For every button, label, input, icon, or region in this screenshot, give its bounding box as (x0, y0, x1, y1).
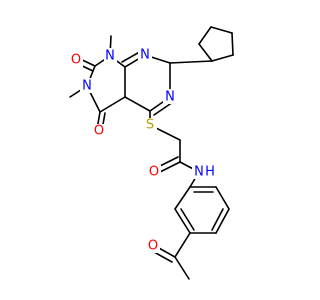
bond (231, 32, 234, 56)
bond (174, 256, 190, 280)
bond (174, 232, 191, 258)
bond (210, 26, 233, 34)
atom-n8: N (138, 47, 152, 63)
bond (215, 208, 230, 234)
atom-label: H (205, 165, 215, 180)
atom-nh: N H (192, 164, 216, 180)
molecule-canvas: N N N N O O S O (69, 26, 234, 280)
atom-label: N (140, 48, 150, 63)
bond (211, 208, 224, 231)
bond (96, 105, 101, 113)
atom-o-amide: O (148, 165, 161, 180)
atom-label: O (94, 124, 104, 139)
atom-o-c7: O (70, 52, 83, 68)
atom-label: O (148, 239, 158, 254)
atom-label: N (165, 90, 175, 105)
atom-n3: N (80, 78, 94, 94)
atom-s: S (144, 118, 157, 133)
bond (180, 208, 195, 231)
atom-label: S (146, 118, 154, 133)
bond (198, 26, 212, 45)
atom-o-c5: O (93, 124, 106, 139)
atom-label: O (71, 53, 81, 68)
bond (198, 43, 213, 62)
bond (169, 60, 213, 64)
bond (211, 54, 234, 62)
atom-n1: N (104, 48, 117, 64)
bond (159, 161, 181, 173)
bond (215, 186, 230, 210)
bond (124, 96, 151, 112)
bond (157, 156, 179, 168)
bond (174, 186, 191, 210)
bond (99, 96, 126, 113)
atom-label: N (82, 79, 92, 94)
atom-label: N (194, 165, 204, 180)
atom-label: N (105, 49, 115, 64)
atom-label: O (149, 165, 159, 180)
bond (153, 251, 173, 263)
bond (153, 101, 174, 116)
bond (174, 208, 191, 234)
atom-o-acetyl: O (147, 238, 160, 254)
atom-n6: N (163, 89, 177, 105)
molecule-structure: N N N N O O S O (69, 26, 234, 280)
atom-label-layer: N N N N O O S O (70, 47, 216, 254)
